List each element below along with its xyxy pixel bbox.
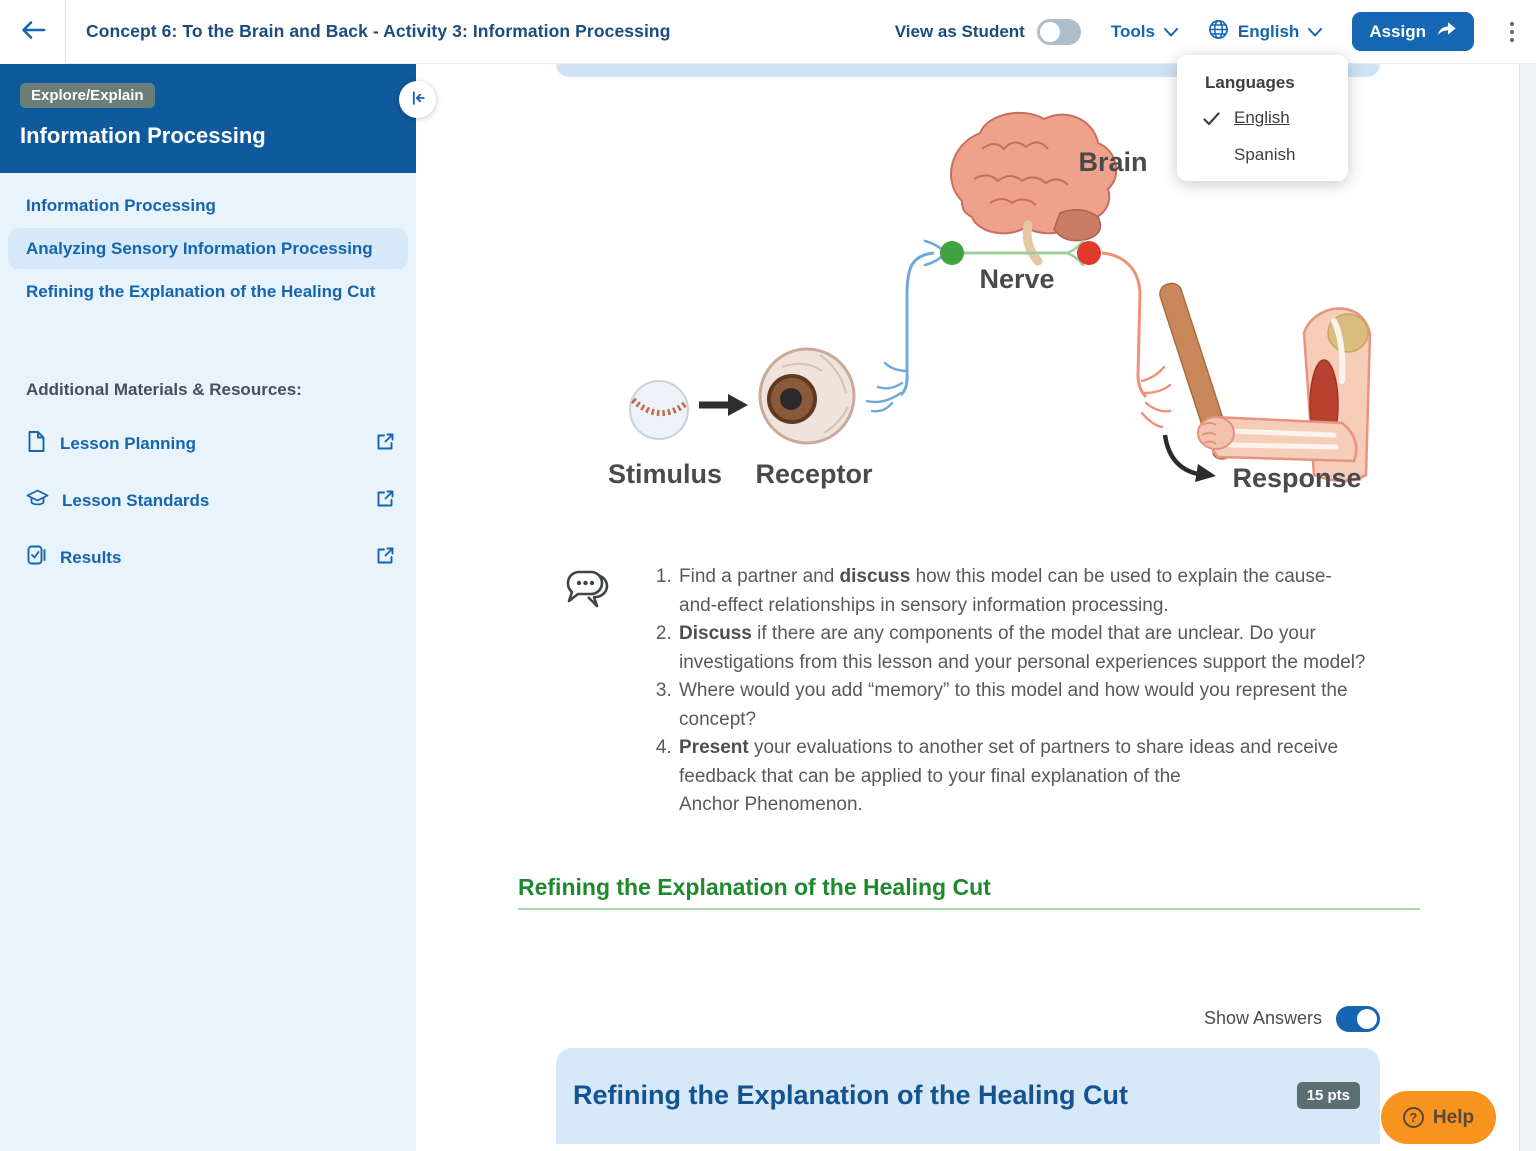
assessment-card-header: Refining the Explanation of the Healing …: [556, 1047, 1380, 1144]
discussion-section: Find a partner and discuss how this mode…: [565, 563, 1405, 820]
toggle-knob: [1357, 1008, 1377, 1029]
document-icon: [26, 430, 47, 458]
vertical-scrollbar[interactable]: [1519, 64, 1536, 1151]
discussion-step: Discuss if there are any components of t…: [677, 620, 1369, 677]
external-link-icon: [375, 431, 396, 457]
diagram-label-nerve: Nerve: [979, 264, 1054, 294]
language-option-english[interactable]: English: [1177, 93, 1348, 130]
resource-lesson-planning[interactable]: Lesson Planning: [26, 430, 396, 458]
language-dropdown: Languages English Spanish: [1177, 55, 1348, 181]
diagram-label-brain: Brain: [1078, 147, 1147, 177]
lesson-phase-badge: Explore/Explain: [20, 83, 155, 108]
view-as-student-toggle[interactable]: [1036, 18, 1081, 45]
resource-label: Lesson Planning: [60, 434, 197, 453]
language-menu-button[interactable]: English: [1208, 19, 1323, 45]
language-menu-title: Languages: [1205, 73, 1295, 92]
view-as-student-label: View as Student: [894, 21, 1025, 41]
chevron-down-icon: [1308, 22, 1323, 42]
resource-lesson-standards[interactable]: Lesson Standards: [26, 488, 396, 514]
sidebar-nav: Information Processing Analyzing Sensory…: [0, 173, 416, 312]
sidebar-header: Explore/Explain Information Processing: [0, 64, 416, 173]
points-badge: 15 pts: [1296, 1082, 1360, 1109]
discussion-step: Present your evaluations to another set …: [677, 734, 1369, 820]
help-button[interactable]: ? Help: [1381, 1091, 1496, 1144]
arm-illustration: [1159, 282, 1372, 483]
diagram-label-receptor: Receptor: [755, 459, 873, 489]
section-heading-underline: Refining the Explanation of the Healing …: [518, 874, 1420, 910]
assign-button[interactable]: Assign: [1352, 12, 1474, 51]
sidebar-item-refining-explanation[interactable]: Refining the Explanation of the Healing …: [26, 282, 376, 301]
section-heading: Refining the Explanation of the Healing …: [518, 873, 991, 900]
top-bar: Concept 6: To the Brain and Back - Activ…: [0, 0, 1536, 64]
tools-label: Tools: [1110, 21, 1155, 41]
current-language-label: English: [1237, 21, 1300, 41]
synapse-dot-red: [1077, 241, 1101, 265]
assessment-title: Refining the Explanation of the Healing …: [573, 1080, 1129, 1110]
help-label: Help: [1432, 1106, 1475, 1128]
graduation-cap-icon: [26, 488, 49, 514]
tools-menu[interactable]: Tools: [1111, 22, 1178, 42]
resources-heading: Additional Materials & Resources:: [26, 380, 302, 399]
lesson-sidebar: Explore/Explain Information Processing I…: [0, 64, 416, 1151]
previous-card-bottom-edge: [556, 64, 1380, 77]
collapse-sidebar-icon: [408, 88, 428, 111]
diagram-label-response: Response: [1232, 463, 1361, 493]
sidebar-title: Information Processing: [20, 123, 266, 148]
show-answers-row: Show Answers: [556, 1005, 1380, 1032]
discussion-step: Find a partner and discuss how this mode…: [677, 563, 1369, 620]
external-link-icon: [375, 488, 396, 514]
language-option-label: Spanish: [1234, 145, 1296, 164]
external-link-icon: [375, 545, 396, 571]
main-content: Brain Nerve: [416, 64, 1519, 1151]
baseball-illustration: [629, 380, 689, 440]
sidebar-item-analyzing-sensory[interactable]: Analyzing Sensory Information Processing: [8, 228, 408, 269]
toggle-knob: [1039, 21, 1060, 42]
resource-label: Lesson Standards: [62, 491, 210, 510]
more-options-menu[interactable]: [1504, 18, 1520, 46]
stimulus-arrow: [728, 394, 748, 416]
information-processing-diagram: Brain Nerve: [562, 83, 1372, 543]
show-answers-label: Show Answers: [1203, 1008, 1322, 1028]
additional-resources: Additional Materials & Resources: Lesson…: [0, 380, 416, 571]
language-option-spanish[interactable]: Spanish: [1177, 130, 1348, 167]
assign-label: Assign: [1369, 21, 1426, 41]
chevron-down-icon: [1163, 22, 1178, 42]
show-answers-toggle[interactable]: [1336, 1005, 1380, 1032]
sidebar-collapse-button[interactable]: [399, 81, 436, 118]
question-mark-icon: ?: [1402, 1107, 1424, 1128]
top-bar-actions: View as Student Tools English Assig: [895, 12, 1536, 51]
discussion-step: Where would you add “memory” to this mod…: [677, 677, 1369, 734]
resource-results[interactable]: Results: [26, 544, 396, 571]
sidebar-item-information-processing[interactable]: Information Processing: [26, 196, 216, 215]
view-as-student-control: View as Student: [894, 18, 1081, 45]
globe-icon: [1208, 19, 1229, 45]
share-arrow-icon: [1436, 21, 1457, 42]
brain-illustration: [950, 111, 1118, 266]
check-icon: [1203, 109, 1220, 133]
discussion-steps-list: Find a partner and discuss how this mode…: [653, 563, 1369, 820]
nerve-pathways: [865, 239, 1172, 429]
back-arrow-icon: [19, 18, 47, 45]
results-icon: [26, 544, 47, 571]
language-option-label: English: [1234, 108, 1290, 127]
back-button[interactable]: [0, 0, 66, 64]
resource-label: Results: [60, 547, 122, 567]
discussion-bubbles-icon: [565, 569, 613, 616]
page-title: Concept 6: To the Brain and Back - Activ…: [86, 21, 671, 41]
eye-illustration: [758, 347, 856, 445]
diagram-label-stimulus: Stimulus: [608, 459, 722, 489]
synapse-dot-green: [940, 241, 964, 265]
